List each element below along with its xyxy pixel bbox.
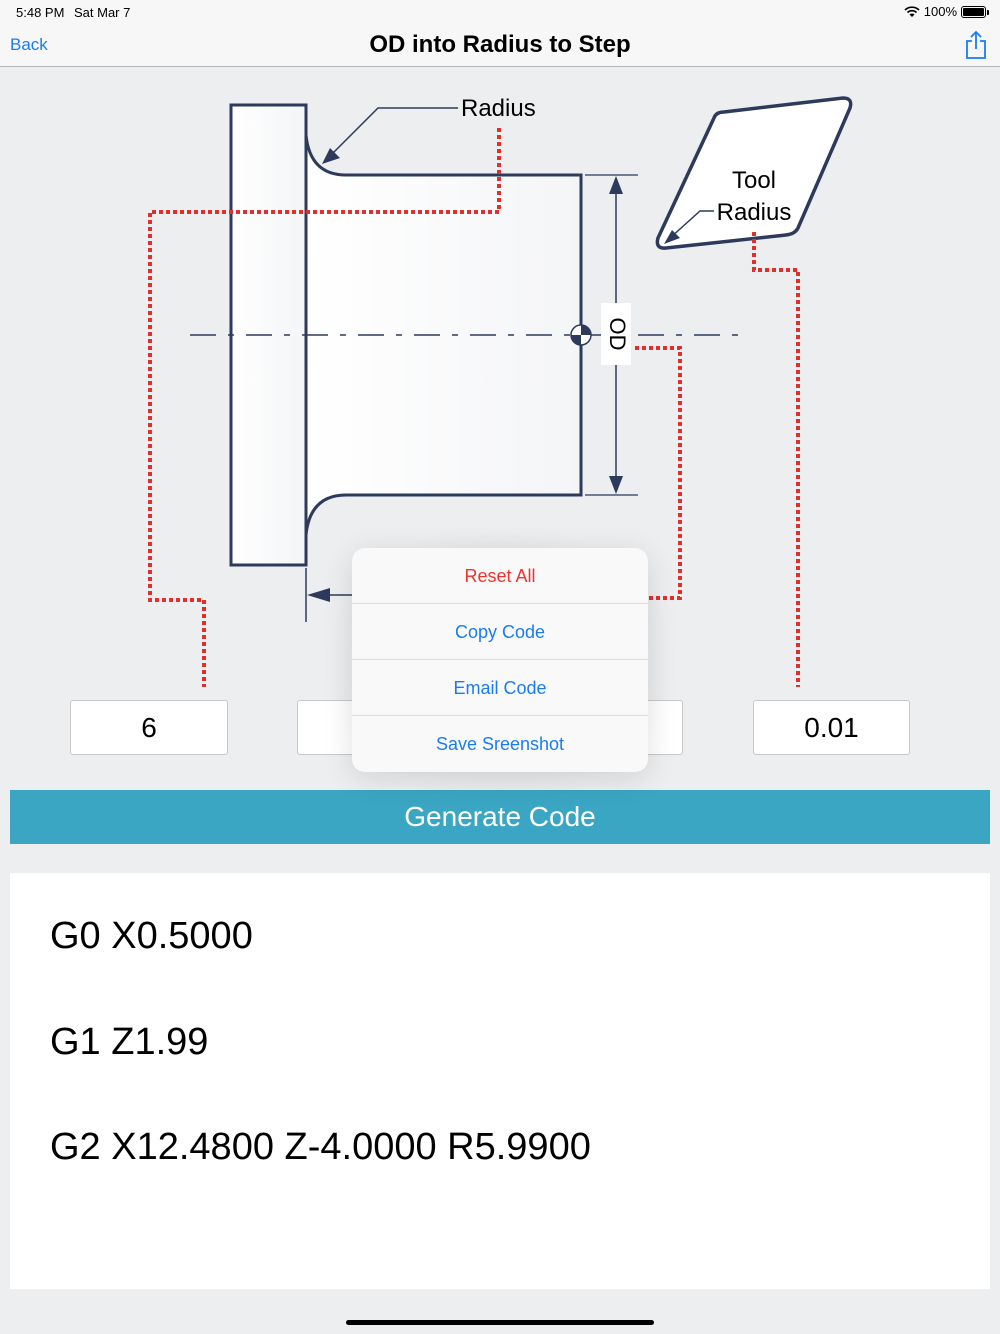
radius-input[interactable]: 6 bbox=[70, 700, 228, 755]
copy-code-button[interactable]: Copy Code bbox=[352, 604, 648, 660]
code-line: G1 Z1.99 bbox=[50, 1021, 209, 1063]
status-indicators: 100% bbox=[904, 4, 989, 19]
od-dimension bbox=[585, 174, 638, 496]
code-line: G2 X12.4800 Z-4.0000 R5.9900 bbox=[50, 1126, 591, 1168]
od-label: OD bbox=[605, 318, 630, 351]
tool-label-line1: Tool bbox=[732, 167, 776, 194]
email-code-button[interactable]: Email Code bbox=[352, 660, 648, 716]
radius-leader bbox=[322, 107, 458, 164]
home-indicator[interactable] bbox=[346, 1320, 654, 1325]
status-date: Sat Mar 7 bbox=[74, 5, 131, 20]
status-bar: 5:48 PM Sat Mar 7 100% bbox=[0, 0, 1000, 24]
save-screenshot-button[interactable]: Save Sreenshot bbox=[435, 734, 565, 754]
reset-all-button[interactable]: Reset All bbox=[352, 548, 648, 604]
share-icon[interactable] bbox=[964, 30, 988, 60]
action-popover: Reset All Copy Code Email Code Save Sree… bbox=[352, 548, 648, 772]
status-time: 5:48 PM bbox=[16, 5, 65, 20]
tool-radius-input[interactable]: 0.01 bbox=[753, 700, 910, 755]
code-output-panel: G0 X0.5000 G1 Z1.99 G2 X12.4800 Z-4.0000… bbox=[10, 873, 990, 1289]
shaft-outline bbox=[304, 134, 583, 536]
generate-code-button[interactable]: Generate Code bbox=[10, 790, 990, 844]
code-line: G0 X0.5000 bbox=[50, 915, 253, 957]
navigation-bar: Back OD into Radius to Step bbox=[0, 24, 1000, 67]
wifi-icon bbox=[904, 5, 920, 17]
battery-icon bbox=[961, 5, 989, 18]
tool-label-line2: Radius bbox=[717, 199, 792, 226]
radius-label: Radius bbox=[461, 95, 536, 122]
back-button[interactable]: Back bbox=[10, 35, 48, 54]
tool-radius-leader bbox=[664, 210, 714, 244]
center-marker-icon bbox=[570, 324, 592, 346]
part-diagram: OD Radius Tool Radius bbox=[148, 95, 853, 687]
battery-percentage: 100% bbox=[923, 4, 957, 19]
page-title: OD into Radius to Step bbox=[369, 31, 631, 58]
input-leader-lines bbox=[148, 128, 800, 687]
